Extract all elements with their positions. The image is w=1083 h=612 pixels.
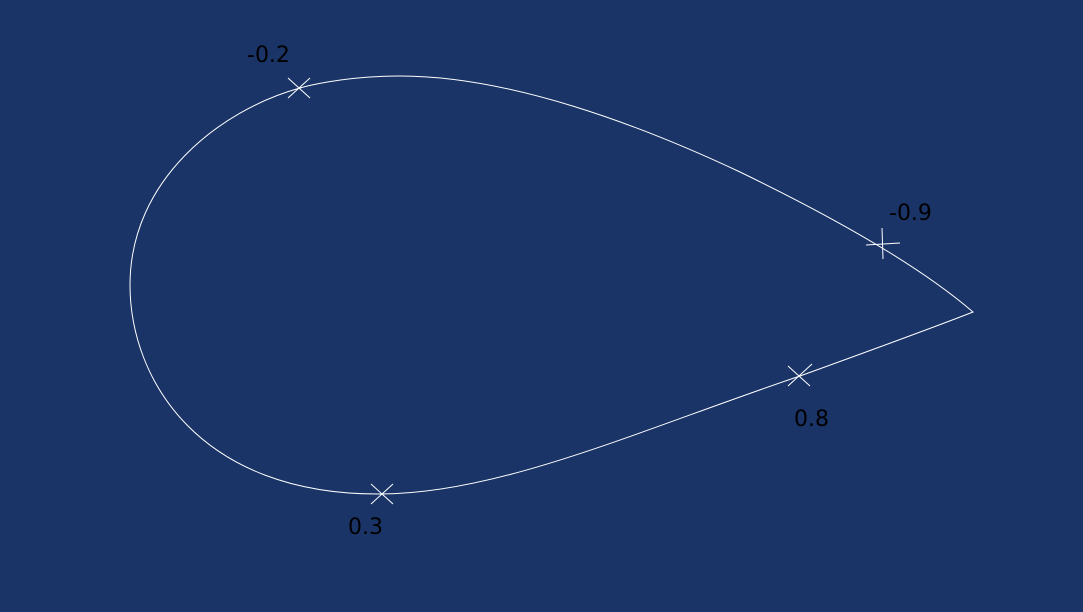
marker-label-lower-right: 0.8 — [794, 407, 829, 432]
marker-upper-right — [865, 227, 901, 260]
teardrop-outline — [129, 75, 974, 495]
marker-label-top-left: -0.2 — [247, 43, 290, 68]
marker-label-bottom: 0.3 — [348, 515, 383, 540]
marker-bottom — [370, 483, 394, 505]
marker-label-upper-right: -0.9 — [889, 201, 932, 226]
marker-lower-right — [787, 363, 813, 387]
marker-top-left — [287, 77, 311, 99]
